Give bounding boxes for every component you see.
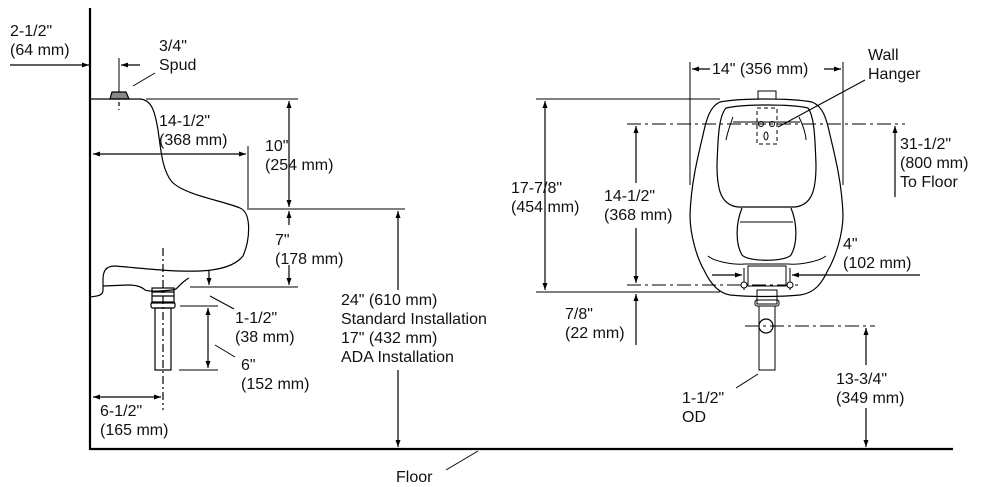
lip-to-outlet-label: 7" (178 mm) <box>275 232 344 268</box>
outlet-from-wall-label: 6-1/2" (165 mm) <box>100 403 169 439</box>
wall-offset-label: 2-1/2" (64 mm) <box>10 23 70 59</box>
floor-label: Floor <box>396 469 433 486</box>
width-label: 14" (356 mm) <box>712 61 809 78</box>
bolt-spacing-label: 4" (102 mm) <box>843 236 912 272</box>
bottom-offset-label: 7/8" (22 mm) <box>565 306 625 342</box>
outlet-od-label: 1-1/2" OD <box>682 390 725 426</box>
hanger-to-bolts-label: 14-1/2" (368 mm) <box>604 188 673 224</box>
wall-hanger <box>756 107 778 145</box>
overall-height-label: 17-7/8" (454 mm) <box>511 180 580 216</box>
tailpiece-label: 6" (152 mm) <box>241 357 310 393</box>
urinal-side-profile <box>89 98 250 298</box>
rim-height-label: 24" (610 mm) Standard Installation 17" (… <box>341 292 487 366</box>
wall-hanger-label: Wall Hanger <box>868 47 921 83</box>
urinal-front-outline <box>689 98 844 298</box>
outlet-to-floor-label: 13-3/4" (349 mm) <box>836 371 905 407</box>
hanger-to-floor-label: 31-1/2" (800 mm) To Floor <box>900 136 969 191</box>
spud <box>109 91 130 100</box>
top-to-lip-label: 10" (254 mm) <box>265 138 334 174</box>
spud-label: 3/4" Spud <box>159 38 197 74</box>
depth-label: 14-1/2" (368 mm) <box>159 113 228 149</box>
outlet-gap-label: 1-1/2" (38 mm) <box>235 310 295 346</box>
